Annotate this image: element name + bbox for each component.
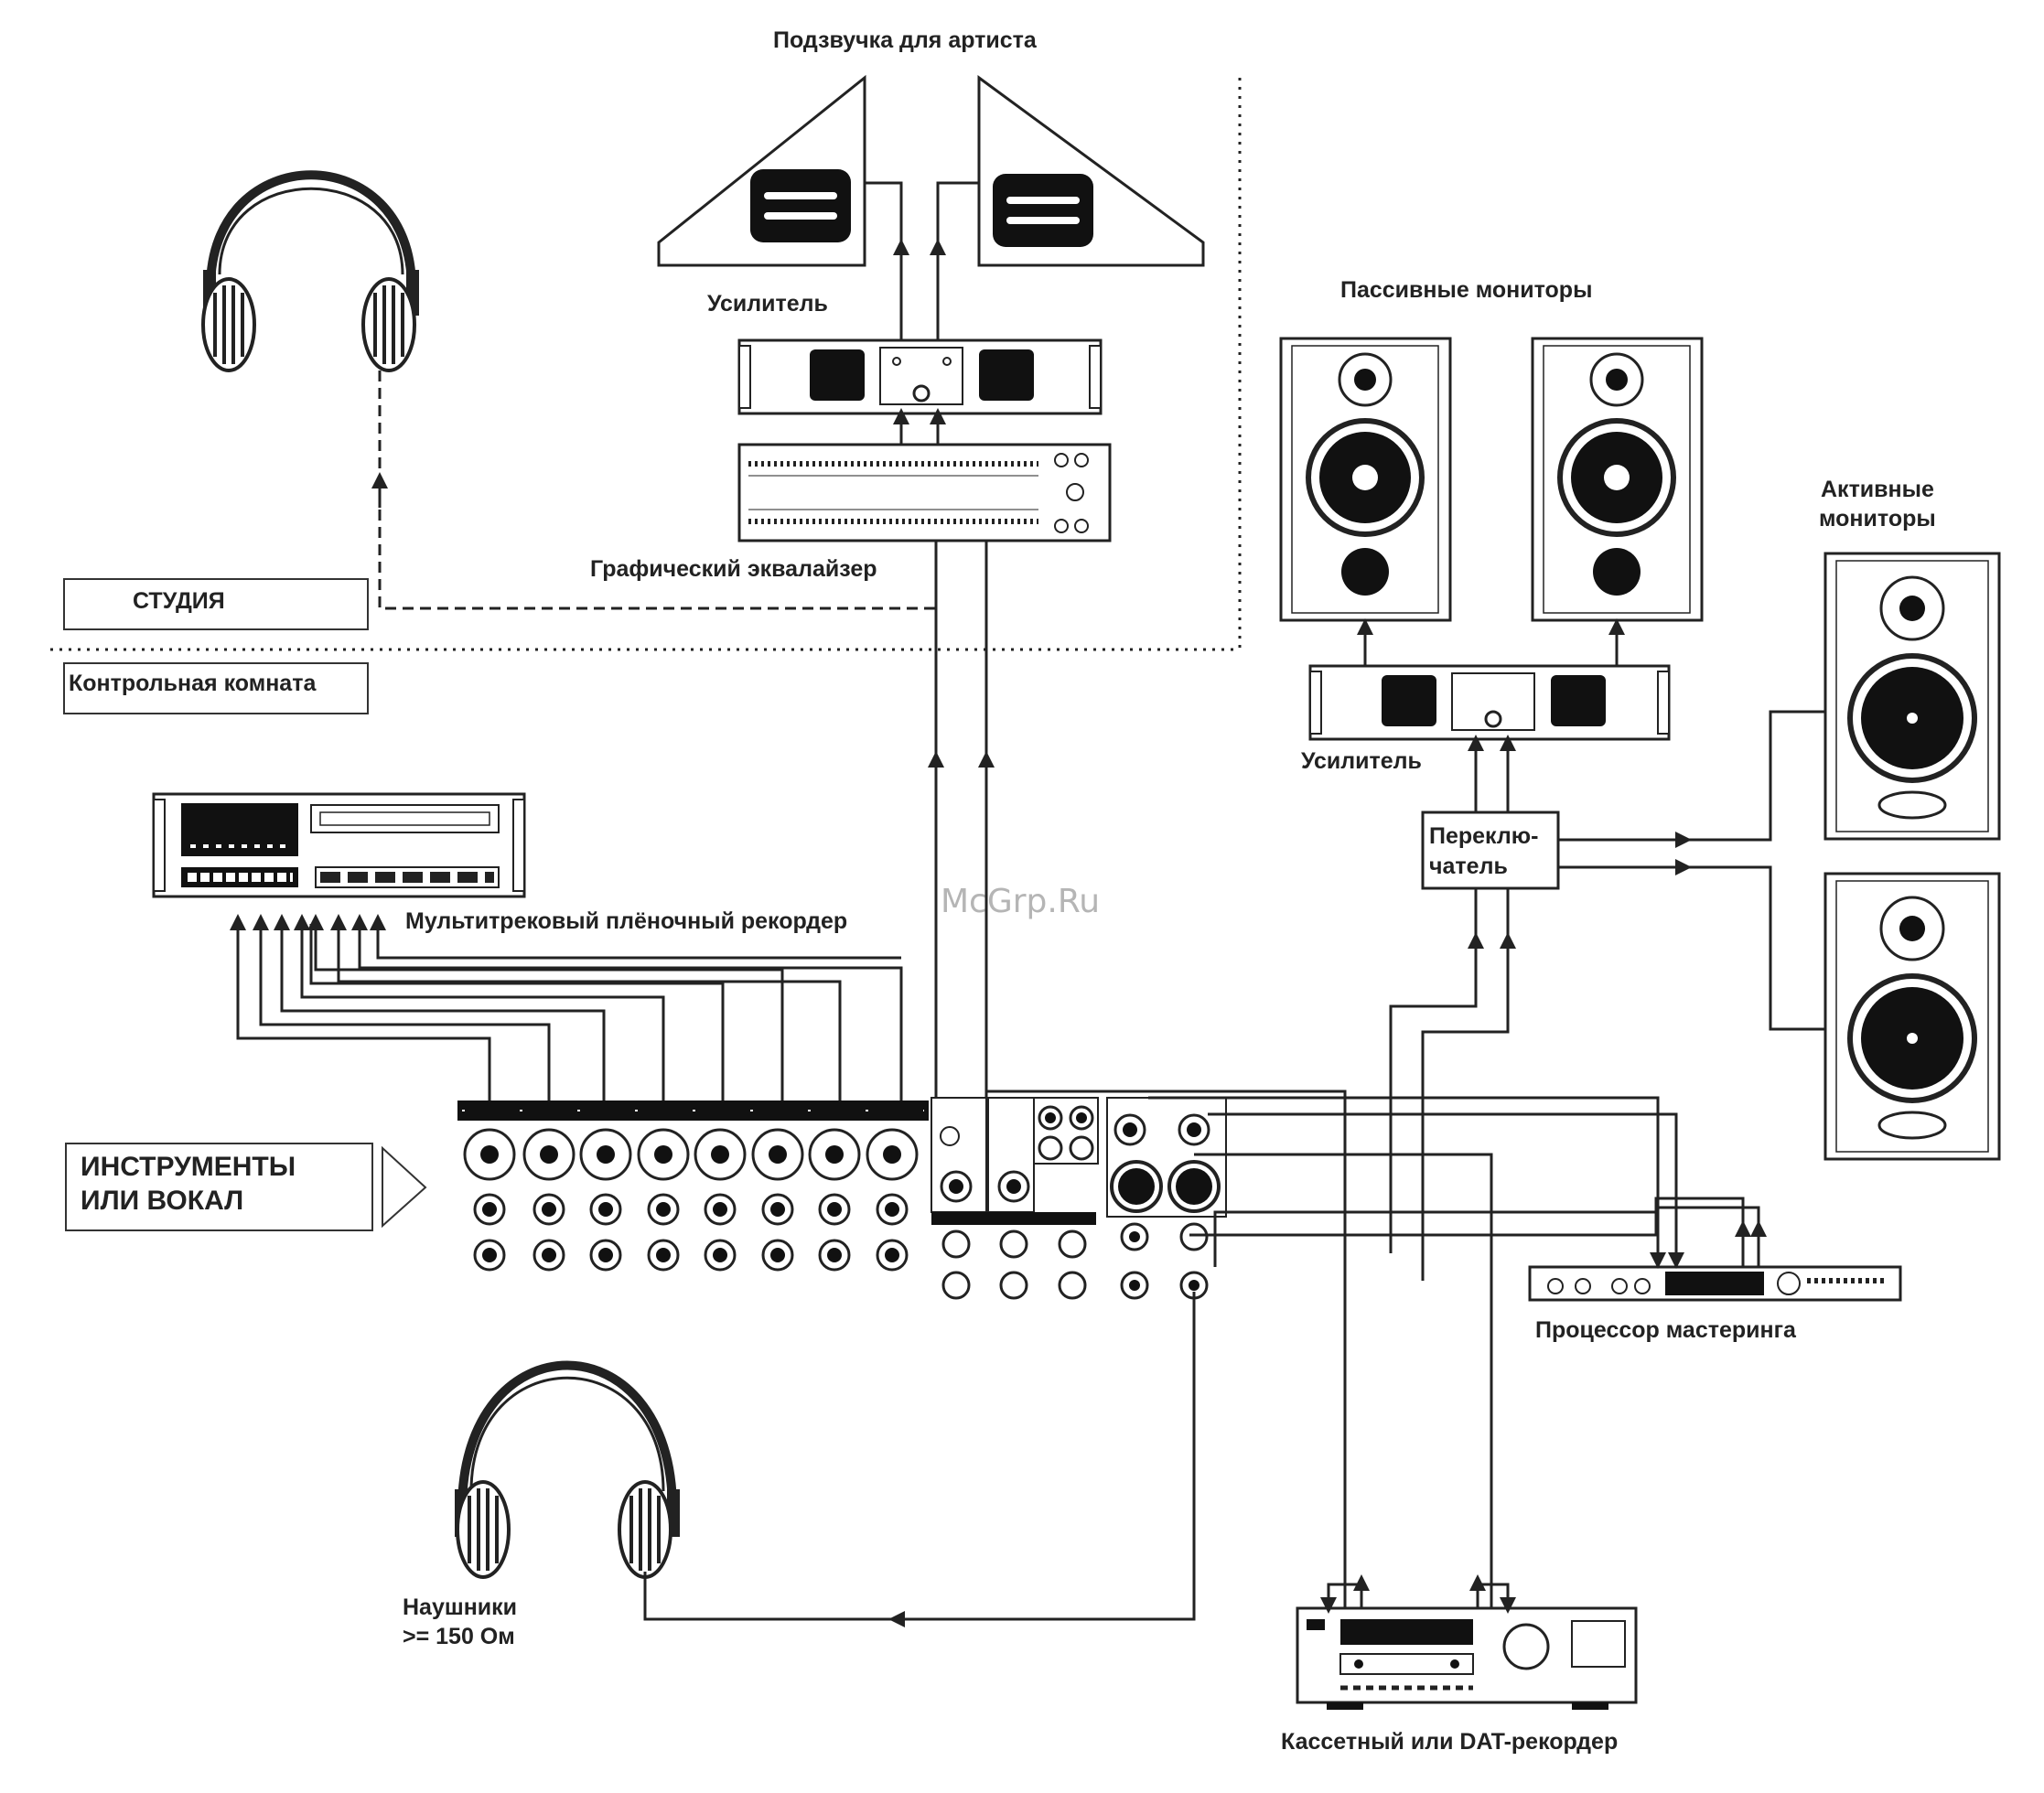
artist-monitoring-label: Подзвучка для артиста (773, 27, 1038, 53)
multitrack-label: Мультитрековый плёночный рекордер (405, 908, 847, 934)
amplifier-top (739, 340, 1101, 413)
wedge-monitor-right (979, 78, 1203, 265)
studio-label: СТУДИЯ (133, 588, 225, 614)
graphic-equalizer (739, 445, 1110, 541)
passive-monitors-label: Пассивные мониторы (1340, 277, 1592, 303)
amplifier-right-label: Усилитель (1301, 748, 1422, 774)
wedge-monitor-left (659, 78, 865, 265)
switch-label-line1: Переклю- (1429, 823, 1538, 849)
mastering-label: Процессор мастеринга (1535, 1317, 1797, 1343)
active-monitor-bottom (1825, 874, 1999, 1159)
active-monitors-label-line2: мониторы (1819, 506, 1936, 531)
watermark: McGrp.Ru (941, 883, 1100, 920)
headphones-label-line1: Наушники (403, 1594, 517, 1620)
amplifier-right (1310, 666, 1669, 739)
headphones-control-room-icon (455, 1366, 680, 1578)
active-monitors-label-line1: Активные (1821, 477, 1934, 502)
mixer-channels (465, 1130, 917, 1270)
instruments-arrow-icon (382, 1148, 425, 1226)
headphones-label-line2: >= 150 Ом (403, 1624, 515, 1649)
instruments-label-line1: ИНСТРУМЕНТЫ (81, 1152, 296, 1182)
headphones-studio-icon (203, 175, 419, 370)
passive-monitor-left (1281, 338, 1450, 620)
multitrack-recorder (154, 794, 524, 896)
passive-monitor-right (1533, 338, 1702, 620)
control-room-label: Контрольная комната (69, 671, 317, 696)
amplifier-top-label: Усилитель (707, 291, 828, 317)
mixer (457, 1098, 1226, 1298)
active-monitor-top (1825, 553, 1999, 839)
switch-label-line2: чатель (1429, 854, 1508, 879)
cassette-label: Кассетный или DAT-рекордер (1281, 1729, 1618, 1755)
cassette-dat-recorder (1297, 1608, 1636, 1710)
graphic-eq-label: Графический эквалайзер (590, 556, 877, 582)
instruments-label-line2: ИЛИ ВОКАЛ (81, 1186, 243, 1216)
mastering-processor (1530, 1267, 1900, 1300)
